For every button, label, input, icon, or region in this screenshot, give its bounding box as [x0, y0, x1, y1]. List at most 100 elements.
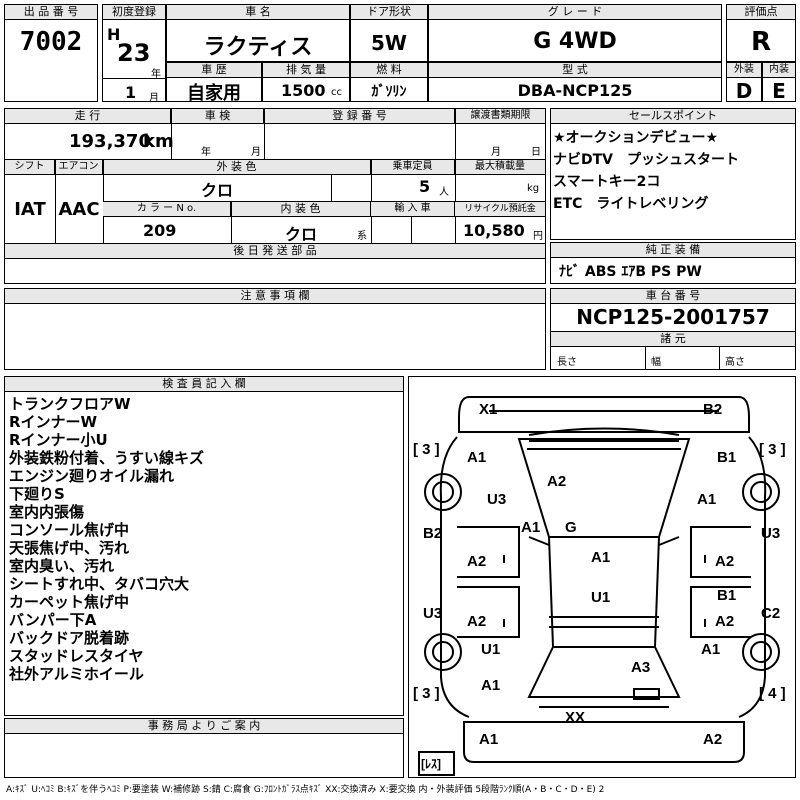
load-label: 最大積載量 — [455, 160, 545, 175]
history-label: 車 歴 — [167, 63, 261, 78]
equipment-cell: 純 正 装 備 ﾅﾋﾞ ABS ｴｱB PS PW — [550, 242, 796, 284]
sales-line: ナビDTV プッシュスタート — [553, 152, 740, 168]
damage-a1-r: A1 — [697, 491, 717, 508]
intcolor-unit: 系 — [357, 231, 367, 242]
history-cell: 車 歴 自家用 — [166, 62, 262, 104]
transfer-day-unit: 日 — [531, 147, 541, 158]
load-unit: kg — [527, 183, 540, 194]
damage-a1-l3: A1 — [481, 677, 501, 694]
grade-label: グ レ ー ド — [429, 5, 721, 20]
score-cell: 評価点 R — [726, 4, 796, 62]
fuel-label: 燃 料 — [351, 63, 427, 78]
car-name: ラクティス — [203, 35, 313, 60]
model: DBA-NCP125 — [517, 81, 633, 100]
car-outline — [418, 396, 780, 776]
inspector-line: カーペット焦げ中 — [9, 593, 130, 611]
inspection-label: 車 検 — [172, 109, 264, 124]
exterior-label: 外装 — [727, 63, 761, 78]
damage-a1-r3: A1 — [701, 641, 721, 658]
damage-b1-rf: B1 — [717, 449, 737, 466]
first-reg-cell: 初度登録 H 23 年 1 月 — [102, 4, 166, 104]
year: 23 — [117, 39, 151, 67]
damage-u1-roof: U1 — [591, 589, 611, 606]
month-unit: 月 — [149, 93, 159, 104]
equipment-value: ﾅﾋﾞ ABS ｴｱB PS PW — [559, 264, 702, 280]
damage-a2-r2: A2 — [715, 613, 735, 630]
damage-u3-r: U3 — [761, 525, 781, 542]
inspector-line: 天張焦げ中、汚れ — [9, 539, 130, 557]
month: 1 — [125, 83, 137, 102]
import-label: 輸 入 車 — [371, 202, 455, 217]
displacement: 1500 — [281, 81, 326, 100]
inspector-label: 検 査 員 記 入 欄 — [5, 377, 403, 392]
exterior-color: クロ — [200, 181, 233, 200]
interior-grade: E — [772, 79, 786, 103]
damage-u1-l: U1 — [481, 641, 501, 658]
shift: IAT — [14, 199, 46, 220]
inspector-line: エンジン廻りオイル漏れ — [9, 467, 175, 485]
colorno-label: カ ラ ー N o. — [103, 202, 231, 217]
interior-cell: 内装 E — [762, 62, 796, 103]
shift-label: シフト — [5, 160, 55, 175]
mileage-label: 走 行 — [5, 109, 171, 124]
capacity-unit: 人 — [439, 187, 449, 198]
grade: G 4WD — [533, 29, 617, 54]
ac-label: エアコン — [55, 160, 103, 175]
model-cell: 型 式 DBA-NCP125 — [428, 62, 722, 102]
damage-c2-r: C2 — [761, 605, 781, 622]
lot-cell: 出 品 番 号 7002 — [4, 4, 98, 102]
door: 5W — [371, 31, 407, 55]
door-cell: ドア形状 5W — [350, 4, 428, 62]
mileage-unit: km — [143, 131, 174, 152]
damage-u3-l: U3 — [487, 491, 507, 508]
first-reg-label: 初度登録 — [103, 5, 165, 20]
damage-a2-br: A2 — [703, 731, 723, 748]
damage-a2-r1: A2 — [715, 553, 735, 570]
inspector-line: RインナーW — [9, 413, 98, 431]
sales-line: ETC ライトレベリング — [553, 196, 709, 212]
year-unit: 年 — [151, 69, 161, 80]
inspector-line: 下廻りS — [9, 485, 65, 503]
office-label: 事 務 局 よ り ご 案 内 — [5, 719, 403, 734]
displacement-unit: cc — [331, 87, 342, 98]
damage-a1-bl: A1 — [479, 731, 499, 748]
era: H — [107, 25, 121, 44]
lot-label: 出 品 番 号 — [5, 5, 97, 20]
color-number: 209 — [143, 221, 177, 240]
dims-label: 諸 元 — [551, 331, 795, 347]
inspector-line: コンソール焦げ中 — [9, 521, 130, 539]
interior-label: 内装 — [763, 63, 795, 78]
damage-b2-top: B2 — [703, 401, 723, 418]
score-label: 評価点 — [727, 5, 795, 20]
inspector-line: シートすれ中、タバコ穴大 — [9, 575, 190, 593]
interior-color: クロ — [285, 225, 318, 244]
inspector-line: スタッドレスタイヤ — [9, 647, 144, 665]
later-label: 後 日 発 送 部 品 — [5, 244, 545, 259]
details-block: 走 行 193,370 km 車 検 年 月 登 録 番 号 譲渡書類期限 月 … — [4, 108, 546, 284]
capacity: 5 — [419, 177, 431, 196]
inspector-line: トランクフロアW — [9, 395, 131, 413]
car-name-label: 車 名 — [167, 5, 349, 20]
exterior-grade: D — [735, 79, 753, 103]
transfer-month-unit: 月 — [491, 147, 501, 158]
capacity-label: 乗車定員 — [371, 160, 455, 175]
width-label: 幅 — [651, 357, 661, 368]
damage-u3-l2: U3 — [423, 605, 443, 622]
recycle-unit: 円 — [533, 231, 543, 242]
fuel: ｶﾞｿﾘﾝ — [371, 84, 407, 100]
lot-number: 7002 — [19, 27, 83, 57]
inspector-line: 室内臭い、汚れ — [9, 557, 115, 575]
score: R — [750, 27, 772, 57]
model-label: 型 式 — [429, 63, 721, 78]
sales-label: セールスポイント — [551, 109, 795, 124]
ac: AAC — [58, 199, 100, 220]
grade-cell: グ レ ー ド G 4WD — [428, 4, 722, 62]
damage-b2-l: B2 — [423, 525, 443, 542]
inspector-line: 室内内張傷 — [9, 503, 85, 521]
mileage: 193,370 — [69, 131, 151, 152]
damage-x1: X1 — [479, 401, 498, 418]
damage-a2-l1: A2 — [467, 553, 487, 570]
legend: A:ｷｽﾞ U:ﾍｺﾐ B:ｷｽﾞを伴うﾍｺﾐ P:要塗装 W:補修跡 S:錆 … — [6, 785, 605, 795]
